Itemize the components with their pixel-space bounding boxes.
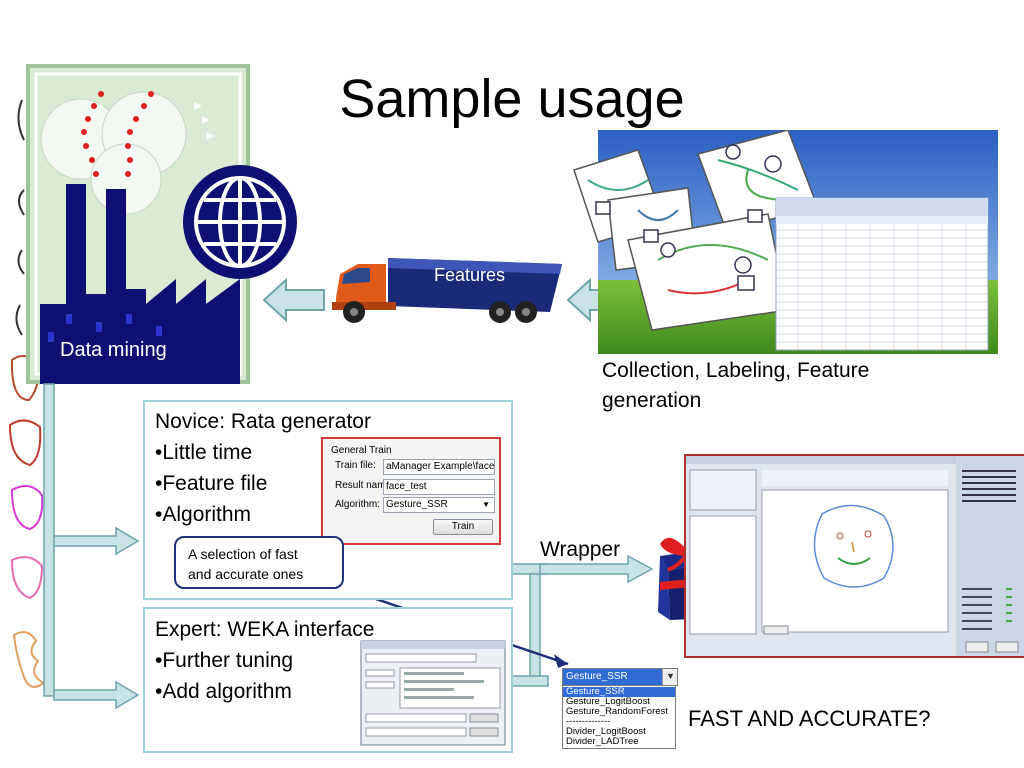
dropdown-option[interactable]: Divider_LADTree bbox=[566, 736, 639, 747]
general-train-title: General Train bbox=[331, 445, 392, 456]
wrapper-label: Wrapper bbox=[540, 538, 621, 561]
dropdown-option[interactable]: Gesture_LogitBoost bbox=[566, 696, 650, 707]
arrow-left-icon bbox=[262, 278, 325, 322]
general-train-panel: General Train Train file: aManager Examp… bbox=[321, 437, 501, 545]
recognizer-window-thumbnail bbox=[684, 454, 1024, 658]
globe-icon bbox=[183, 165, 297, 279]
dropdown-option[interactable]: Gesture_SSR bbox=[563, 687, 675, 697]
expert-bullet: •Add algorithm bbox=[155, 680, 292, 703]
collection-caption-line2: generation bbox=[602, 389, 702, 412]
novice-bullet: •Little time bbox=[155, 441, 253, 464]
algorithm-label: Algorithm: bbox=[335, 499, 381, 510]
algorithm-select[interactable]: Gesture_SSR ▼ bbox=[383, 497, 495, 513]
novice-bullet: •Feature file bbox=[155, 472, 268, 495]
slide-title: Sample usage bbox=[339, 69, 685, 129]
truck-illustration bbox=[332, 258, 562, 323]
train-file-label: Train file: bbox=[335, 460, 376, 471]
dropdown-arrow-icon: ▼ bbox=[482, 500, 490, 509]
weka-window-thumbnail bbox=[360, 640, 506, 746]
dropdown-selected-value: Gesture_SSR bbox=[566, 671, 628, 682]
algorithm-select-value: Gesture_SSR bbox=[386, 499, 448, 510]
callout-line: A selection of fast bbox=[188, 546, 298, 562]
algorithm-dropdown[interactable]: Gesture_SSR ▼ Gesture_SSR Gesture_LogitB… bbox=[562, 668, 678, 749]
factory-illustration bbox=[26, 64, 250, 384]
train-file-field[interactable]: aManager Example\face.csv bbox=[383, 459, 495, 475]
dropdown-option[interactable]: Divider_LogitBoost bbox=[566, 726, 646, 737]
collection-photo bbox=[573, 130, 998, 354]
callout-line: and accurate ones bbox=[188, 566, 304, 582]
collection-caption-line1: Collection, Labeling, Feature bbox=[602, 359, 870, 382]
novice-bullet: •Algorithm bbox=[155, 503, 252, 526]
expert-heading: Expert: WEKA interface bbox=[155, 618, 375, 641]
callout-bubble: A selection of fast and accurate ones bbox=[174, 536, 344, 589]
expert-bullet: •Further tuning bbox=[155, 649, 294, 672]
dropdown-selected[interactable]: Gesture_SSR ▼ bbox=[562, 668, 678, 686]
features-label: Features bbox=[434, 265, 506, 285]
dropdown-options: Gesture_SSR Gesture_LogitBoost Gesture_R… bbox=[562, 685, 676, 749]
chevron-down-icon[interactable]: ▼ bbox=[662, 669, 677, 685]
data-mining-label: Data mining bbox=[60, 339, 167, 361]
train-button[interactable]: Train bbox=[433, 519, 493, 535]
novice-heading: Novice: Rata generator bbox=[155, 410, 371, 433]
result-name-field[interactable]: face_test bbox=[383, 479, 495, 495]
doodle-strip-decoration bbox=[8, 99, 46, 688]
result-name-label: Result name: bbox=[335, 480, 394, 491]
dropdown-separator: -------------- bbox=[566, 716, 611, 727]
fast-accurate-question: FAST AND ACCURATE? bbox=[688, 706, 931, 731]
dropdown-option[interactable]: Gesture_RandomForest bbox=[566, 706, 668, 717]
